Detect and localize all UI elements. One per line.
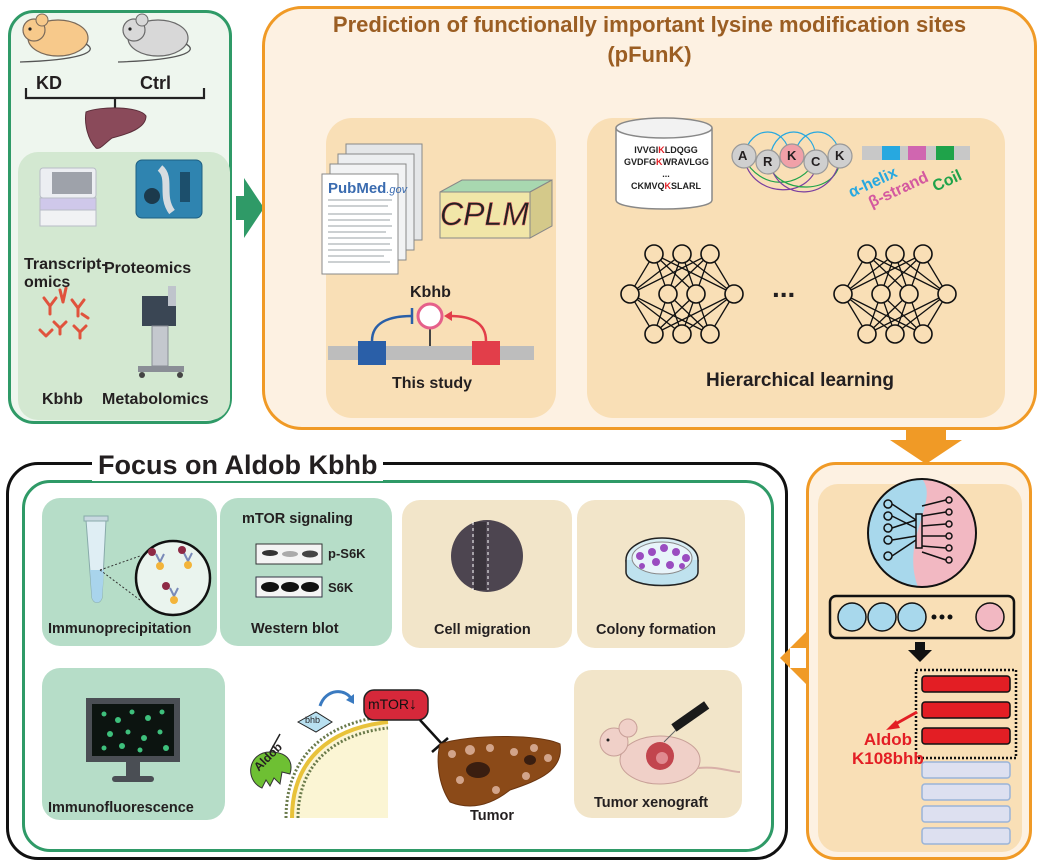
transcriptomics-line2: omics (24, 274, 71, 291)
pubmed-text: PubMed (328, 180, 387, 197)
pfunk-title-line1: Prediction of functionally important lys… (332, 12, 967, 37)
kbhb-label: Kbhb (410, 284, 451, 301)
method-label-proteomics: Proteomics (104, 260, 192, 277)
seq-suffix: WRAVLGG (662, 157, 709, 167)
immunofluorescence-label: Immunofluorescence (48, 800, 194, 816)
hierarchical-learning-caption: Hierarchical learning (706, 370, 894, 391)
prediction-inner (818, 484, 1022, 852)
transcriptomics-line1: Transcript- (24, 256, 107, 273)
method-label-kbhb: Kbhb (42, 391, 83, 408)
group-label-ctrl: Ctrl (140, 73, 171, 93)
study-box (326, 118, 556, 418)
tumor-label: Tumor (470, 808, 515, 824)
mtor-label: mTOR↓ (368, 696, 417, 714)
band-label-p-s6k: p-S6K (328, 546, 366, 561)
cell-migration-label: Cell migration (434, 622, 531, 638)
seq-lysine-site: K (664, 181, 672, 191)
card-western-blot (220, 498, 392, 646)
sequence-ellipsis: ... (662, 169, 670, 179)
residue-r: R (763, 154, 773, 169)
card-immunofluorescence (42, 668, 225, 820)
tumor-xenograft-label: Tumor xenograft (594, 795, 709, 811)
mtor-signaling-title: mTOR signaling (242, 511, 353, 527)
pubmed-suffix: .gov (386, 184, 408, 196)
down-arrow-orange-icon (890, 430, 962, 464)
group-label-kd: KD (36, 73, 62, 93)
bhb-label: bhb (305, 715, 321, 725)
seq-lysine-site: K (656, 157, 663, 167)
network-ellipsis: ... (772, 272, 796, 303)
site-protein: Aldob (863, 730, 912, 749)
method-label-metabolomics: Metabolomics (102, 391, 209, 408)
immunoprecipitation-label: Immunoprecipitation (48, 621, 192, 637)
seq-suffix: SLARL (671, 181, 701, 191)
colony-formation-label: Colony formation (596, 622, 717, 638)
cplm-label: CPLM (440, 196, 529, 233)
band-label-s6k: S6K (328, 580, 354, 595)
down-arrow-icon: ↓ (408, 696, 417, 713)
green-arrow-icon (236, 178, 264, 238)
site-residue: K108bhb (852, 749, 924, 768)
sequence-item: IVVGIKLDQGG (624, 144, 708, 156)
pubmed-logo: PubMed.gov (328, 180, 407, 197)
focus-title: Focus on Aldob Kbhb (92, 450, 384, 481)
seq-suffix: LDQGG (664, 145, 698, 155)
method-label-transcriptomics: Transcript- omics (24, 256, 107, 292)
mtor-text: mTOR (368, 696, 409, 712)
seq-prefix: GVDFG (624, 157, 657, 167)
seq-prefix: CKMVQ (631, 181, 665, 191)
pfunk-title-line2: (pFunK) (607, 42, 692, 67)
sequence-list: IVVGIKLDQGG GVDFGKWRAVLGG ... CKMVQKSLAR… (624, 144, 709, 192)
residue-a: A (738, 148, 748, 163)
residue-c: C (811, 154, 821, 169)
residue-k-center: K (787, 148, 797, 163)
seq-prefix: IVVGI (634, 145, 659, 155)
this-study-caption: This study (392, 375, 473, 392)
sequence-item: GVDFGKWRAVLGG (624, 156, 709, 168)
residue-k: K (835, 148, 845, 163)
western-blot-label: Western blot (251, 621, 339, 637)
seq-lysine-site: K (658, 145, 665, 155)
sequence-item: CKMVQKSLARL (624, 180, 708, 192)
predicted-site-label: Aldob K108bhb (852, 730, 924, 768)
